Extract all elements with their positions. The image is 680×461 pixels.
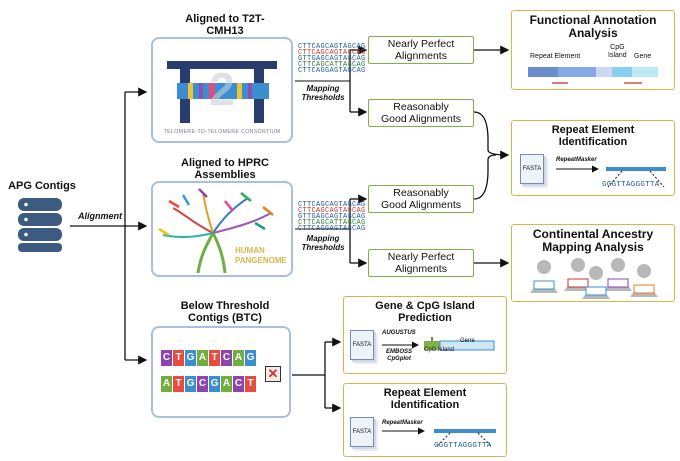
repeat-bottom-seq: GGGTTAGGGTTA bbox=[434, 442, 492, 450]
dna-top-base-4: T bbox=[209, 350, 220, 366]
dna-bottom-base-6: C bbox=[233, 376, 244, 392]
cpg-island-small: CpG Island bbox=[424, 347, 455, 353]
repeat-top-seq: GGGTTAGGGTTA bbox=[602, 181, 660, 189]
repeatmasker-bottom-label: RepeatMasker bbox=[382, 420, 423, 426]
repeatmasker-label: RepeatMasker bbox=[556, 157, 597, 163]
fasta-doc-icon: FASTA bbox=[350, 330, 374, 360]
population-icons bbox=[530, 258, 658, 299]
gene-label: Gene bbox=[634, 53, 652, 60]
dna-bottom-base-4: G bbox=[209, 376, 220, 392]
dna-top-base-6: A bbox=[233, 350, 244, 366]
dna-bottom-base-0: A bbox=[161, 376, 172, 392]
hprc-pangenome-logo: HUMAN PANGENOME bbox=[158, 188, 288, 274]
dna-top-base-7: G bbox=[245, 350, 256, 366]
t2t-sequence-art: CTTCAGCAGTAGCAG CTTCAGCAGTACCAG GTTGAGCA… bbox=[298, 43, 366, 75]
dna-top-base-0: C bbox=[161, 350, 172, 366]
t2t-logo: 2 TELOMERE-TO-TELOMERE CONSORTIUM bbox=[164, 61, 281, 135]
gene-small: Gene bbox=[460, 338, 475, 344]
reject-x-icon: ✕ bbox=[265, 366, 281, 382]
dna-top-base-3: A bbox=[197, 350, 208, 366]
t2t-frame: 2 TELOMERE-TO-TELOMERE CONSORTIUM bbox=[151, 37, 293, 143]
dna-bottom-base-1: T bbox=[173, 376, 184, 392]
repeat-element-label: Repeat Element bbox=[530, 53, 581, 60]
fasta-doc-icon: FASTA bbox=[520, 154, 544, 184]
t2t-title: Aligned to T2T-CMH13 bbox=[185, 13, 265, 37]
repeat-top-graphic bbox=[556, 165, 666, 188]
gene-pred-graphic bbox=[382, 337, 495, 351]
repeat-bottom-graphic bbox=[382, 427, 496, 448]
t2t-consortium-text: TELOMERE-TO-TELOMERE CONSORTIUM bbox=[164, 129, 281, 135]
annotation-track bbox=[528, 67, 658, 84]
dna-top-base-1: T bbox=[173, 350, 184, 366]
svg-text:2: 2 bbox=[209, 63, 235, 115]
hprc-logo-human: HUMAN bbox=[235, 246, 265, 255]
hprc-sequence-art: CTTCAGCAGTAGCAG CTTCAGCAGTACCAG GTTGAGCA… bbox=[298, 201, 366, 233]
dna-top-base-5: C bbox=[221, 350, 232, 366]
dna-bottom-base-7: T bbox=[245, 376, 256, 392]
dna-bottom-base-2: G bbox=[185, 376, 196, 392]
apg-contigs-label: APG Contigs bbox=[8, 180, 76, 192]
hprc-logo-pangenome: PANGENOME bbox=[235, 256, 288, 265]
dna-top-base-2: G bbox=[185, 350, 196, 366]
database-icon bbox=[18, 198, 62, 252]
fasta-doc-icon: FASTA bbox=[350, 417, 374, 447]
alignment-label: Alignment bbox=[78, 211, 122, 221]
dna-bottom-base-5: A bbox=[221, 376, 232, 392]
augustus-label: AUGUSTUS bbox=[382, 330, 416, 336]
dna-bottom-base-3: C bbox=[197, 376, 208, 392]
hprc-frame: HUMAN PANGENOME bbox=[151, 181, 293, 277]
